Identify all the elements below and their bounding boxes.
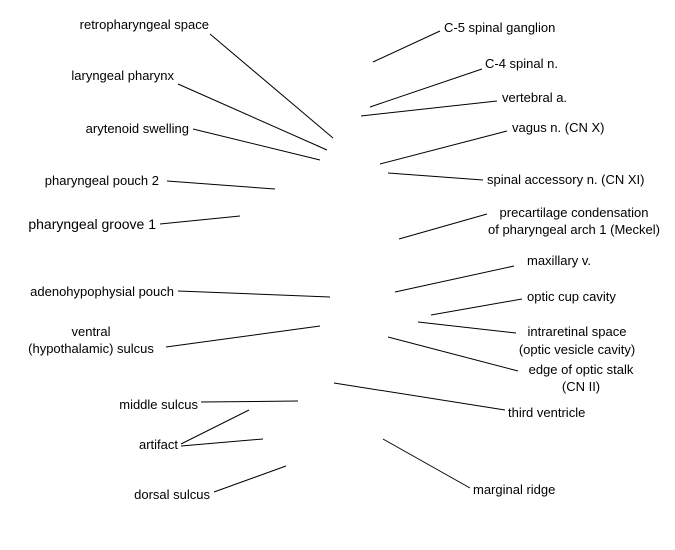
label-c5-spinal-ganglion: C-5 spinal ganglion <box>444 20 555 35</box>
label-middle-sulcus: middle sulcus <box>119 397 198 412</box>
label-pharyngeal-groove-1: pharyngeal groove 1 <box>28 216 156 232</box>
label-c4-spinal-n: C-4 spinal n. <box>485 56 558 71</box>
label-spinal-accessory-n: spinal accessory n. (CN XI) <box>487 172 645 187</box>
label-maxillary-v: maxillary v. <box>527 253 591 268</box>
label-third-ventricle: third ventricle <box>508 405 585 420</box>
label-optic-cup-cavity: optic cup cavity <box>527 289 616 304</box>
leader-pharyngeal-groove-1 <box>159 215 241 225</box>
labels-left: retropharyngeal space laryngeal pharynx … <box>28 17 210 502</box>
leader-middle-sulcus <box>200 400 299 403</box>
label-arytenoid-swelling: arytenoid swelling <box>86 121 189 136</box>
label-optic-stalk-line1: edge of optic stalk <box>529 362 634 377</box>
leader-dorsal-sulcus <box>213 465 287 493</box>
leader-pharyngeal-pouch-2 <box>166 180 276 190</box>
leader-optic-cup-cavity <box>430 298 523 316</box>
leader-artifact-lower <box>180 438 264 447</box>
labels-right: C-5 spinal ganglion C-4 spinal n. verteb… <box>444 20 660 497</box>
label-ventral-sulcus-line2: (hypothalamic) sulcus <box>28 341 154 356</box>
leader-adenohypophysial-pouch <box>177 290 331 298</box>
label-dorsal-sulcus: dorsal sulcus <box>134 487 210 502</box>
leader-precartilage-condensation <box>398 213 488 240</box>
leader-arytenoid-swelling <box>192 128 321 161</box>
leader-spinal-accessory-n <box>387 172 484 181</box>
label-intraretinal-line1: intraretinal space <box>528 324 627 339</box>
label-precartilage-line1: precartilage condensation <box>500 205 649 220</box>
label-optic-stalk-line2: (CN II) <box>562 379 600 394</box>
leader-ventral-sulcus <box>165 325 321 348</box>
label-adenohypophysial-pouch: adenohypophysial pouch <box>30 284 174 299</box>
leader-edge-of-optic-stalk <box>387 336 519 372</box>
leader-lines-left <box>159 33 334 493</box>
label-vertebral-a: vertebral a. <box>502 90 567 105</box>
label-pharyngeal-pouch-2: pharyngeal pouch 2 <box>45 173 159 188</box>
leader-c4-spinal-n <box>369 68 483 108</box>
label-ventral-sulcus-line1: ventral <box>71 324 110 339</box>
leader-lines-right <box>333 30 523 489</box>
label-intraretinal-line2: (optic vesicle cavity) <box>519 342 635 357</box>
label-vagus-n: vagus n. (CN X) <box>512 120 604 135</box>
label-laryngeal-pharynx: laryngeal pharynx <box>71 68 174 83</box>
leader-c5-spinal-ganglion <box>372 30 441 63</box>
leader-third-ventricle <box>333 382 506 411</box>
leader-retropharyngeal-space <box>209 33 334 139</box>
label-retropharyngeal-space: retropharyngeal space <box>80 17 209 32</box>
leader-vertebral-a <box>360 100 498 117</box>
label-marginal-ridge: marginal ridge <box>473 482 555 497</box>
leader-maxillary-v <box>394 265 515 293</box>
leader-laryngeal-pharynx <box>177 83 328 151</box>
label-precartilage-line2: of pharyngeal arch 1 (Meckel) <box>488 222 660 237</box>
leader-marginal-ridge <box>382 438 471 489</box>
leader-vagus-n <box>379 130 508 165</box>
leader-intraretinal-space <box>417 321 517 334</box>
leader-artifact-upper <box>180 409 250 445</box>
label-artifact: artifact <box>139 437 178 452</box>
